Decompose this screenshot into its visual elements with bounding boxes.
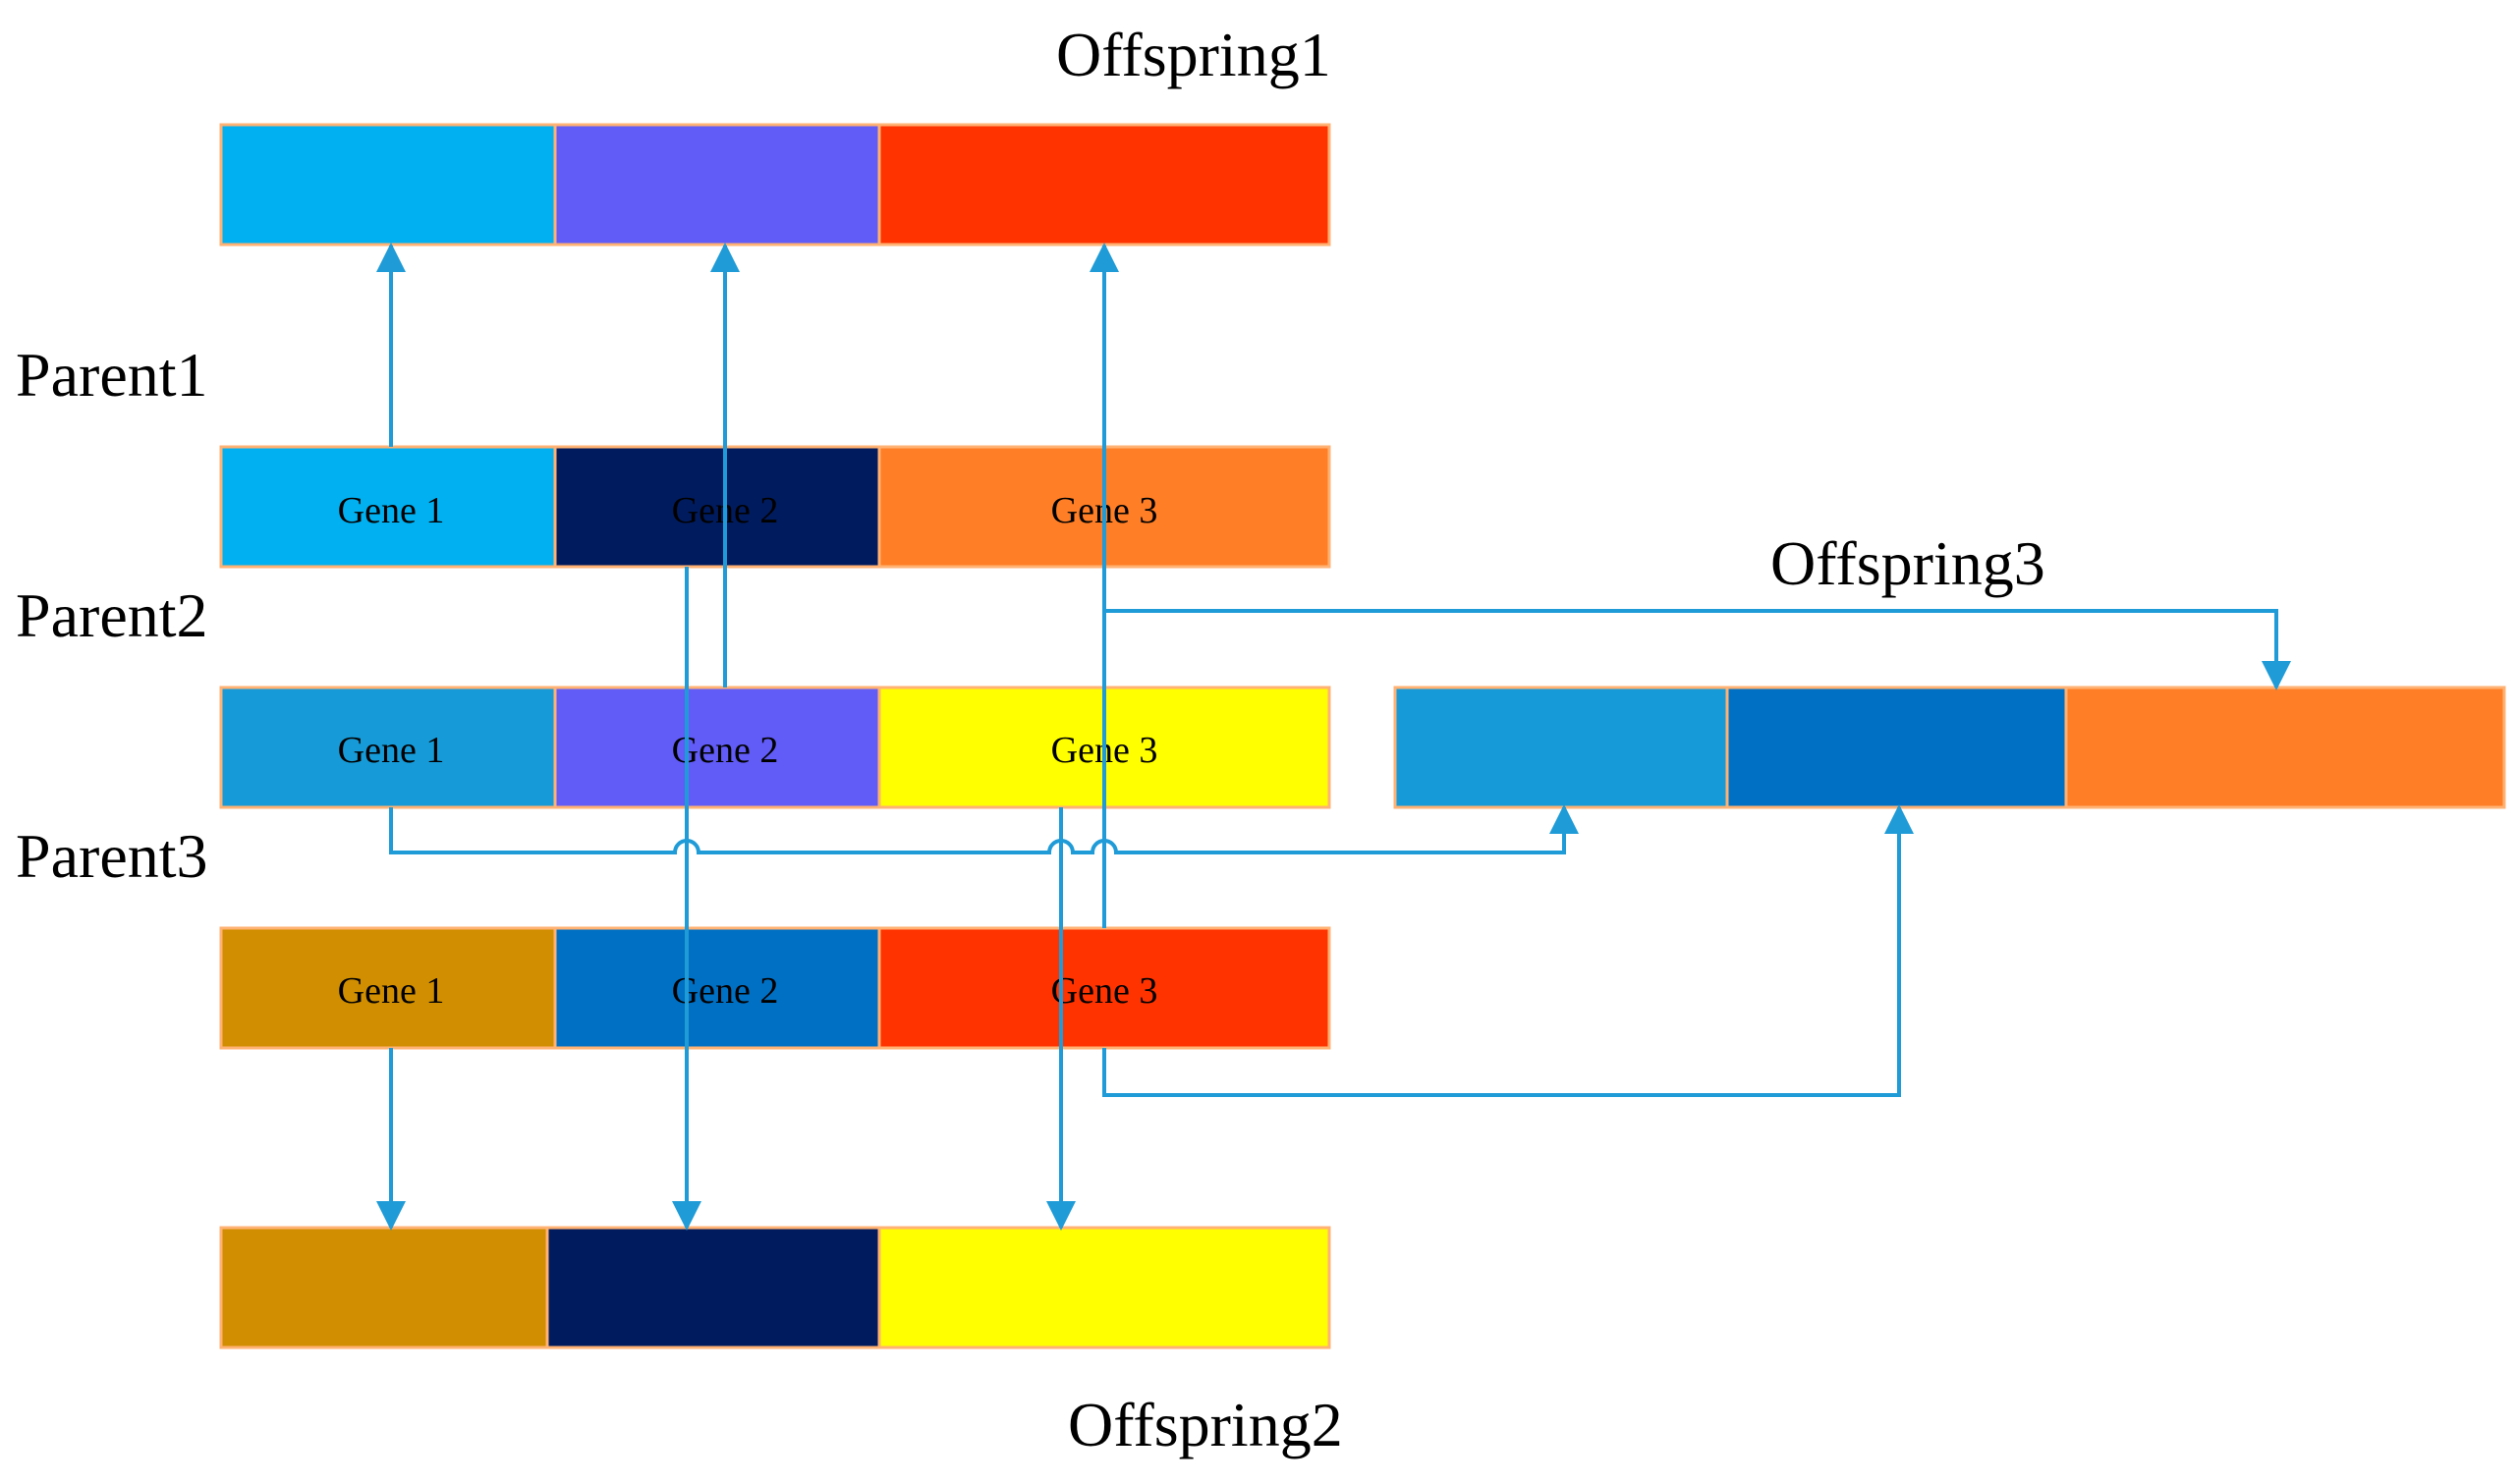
offspring2-chromosome xyxy=(219,1226,1331,1349)
offspring1-segment-3 xyxy=(877,123,1331,247)
parent2-gene-2 xyxy=(553,686,881,809)
parent3-gene-3-label: Gene 3 xyxy=(1051,970,1158,1012)
offspring3-segment-2 xyxy=(1725,686,2068,809)
offspring2-segment-2 xyxy=(545,1226,881,1349)
parent3-gene-1 xyxy=(219,926,557,1050)
offspring2-segment-1 xyxy=(219,1226,549,1349)
parent1-gene-1-label: Gene 1 xyxy=(338,490,445,531)
parent3-gene-2 xyxy=(553,926,881,1050)
connectors xyxy=(376,243,2291,1231)
parent2-label: Parent2 xyxy=(16,580,208,650)
arrow-parent2-gene1-to-offspring3 xyxy=(389,804,1579,854)
offspring3-segment-3 xyxy=(2064,686,2506,809)
parent3-gene-1-label: Gene 1 xyxy=(338,970,445,1012)
arrow-parent3-gene3-to-offspring3 xyxy=(1102,804,1914,1097)
arrow-parent1-gene3-to-offspring3 xyxy=(1104,609,2291,690)
parent2-gene-2-label: Gene 2 xyxy=(672,730,779,771)
parent3-label: Parent3 xyxy=(16,821,208,891)
offspring1-label: Offspring1 xyxy=(1056,20,1331,89)
offspring1-segment-2 xyxy=(553,123,881,247)
offspring2-segment-3 xyxy=(877,1226,1331,1349)
offspring3-label: Offspring3 xyxy=(1770,528,2045,598)
parent3-gene-2-label: Gene 2 xyxy=(672,970,779,1012)
offspring3-chromosome xyxy=(1393,686,2506,809)
parent1-gene-2 xyxy=(553,445,881,569)
parent2-gene-1-label: Gene 1 xyxy=(338,730,445,771)
offspring2-label: Offspring2 xyxy=(1068,1390,1343,1459)
offspring3-segment-1 xyxy=(1393,686,1729,809)
parent1-label: Parent1 xyxy=(16,340,208,410)
offspring1-chromosome xyxy=(219,123,1331,247)
offspring1-segment-1 xyxy=(219,123,557,247)
parent1-gene-1 xyxy=(219,445,557,569)
